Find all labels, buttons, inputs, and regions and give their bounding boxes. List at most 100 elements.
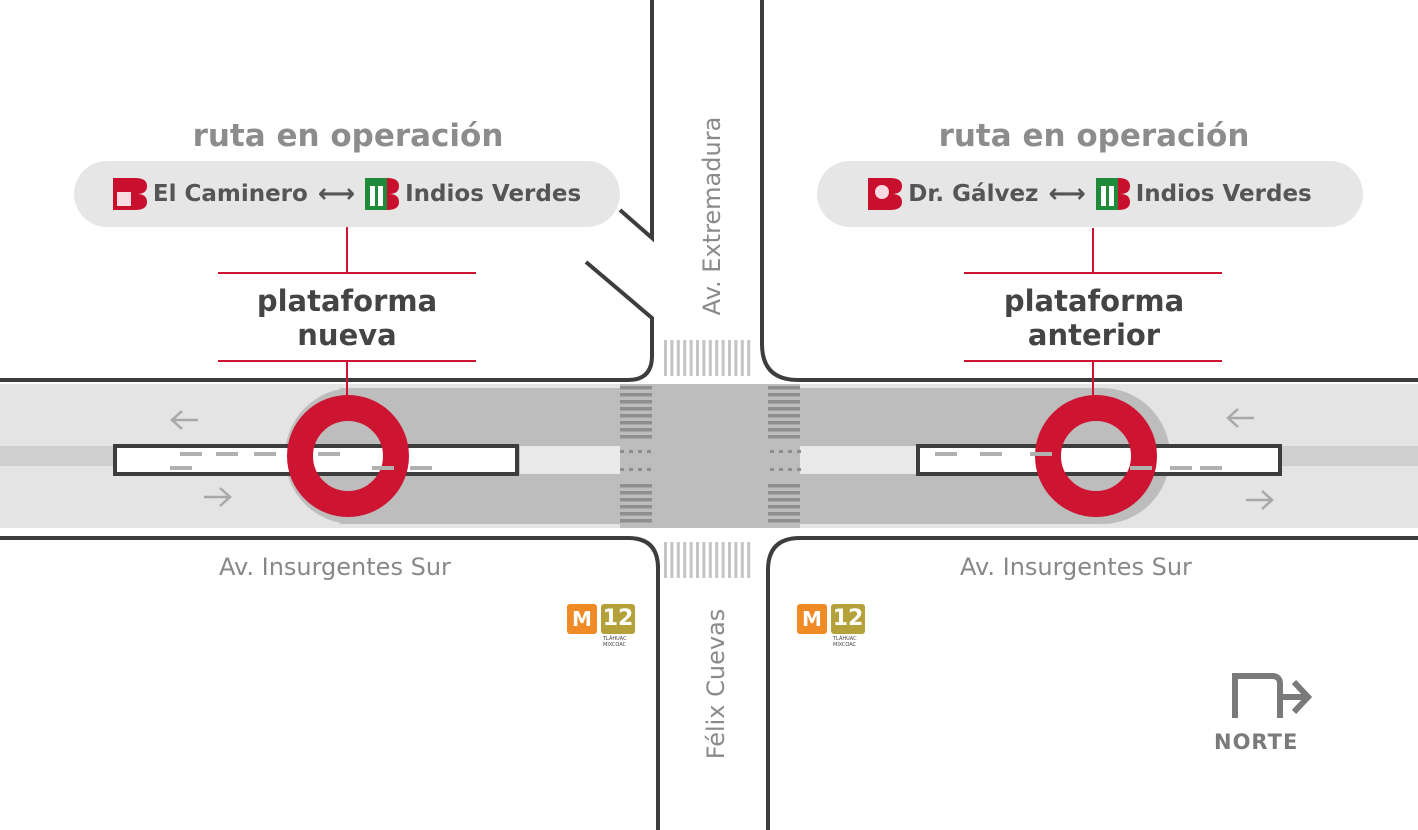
crosswalk-stripe xyxy=(768,414,800,418)
left-platform-line2: nueva xyxy=(297,318,397,352)
lane-arrows xyxy=(170,408,1274,510)
crosswalk-stripe xyxy=(747,542,751,578)
crosswalk-stripe xyxy=(715,542,719,578)
crosswalk-stripe xyxy=(620,414,652,418)
crosswalk-stripe xyxy=(620,400,652,404)
right-route-destination: Indios Verdes xyxy=(1135,181,1312,207)
bus-dash xyxy=(180,452,202,456)
north-cross-street-label: Av. Extremadura xyxy=(698,116,726,316)
right-route-origin: Dr. Gálvez xyxy=(908,181,1039,207)
metro-line-badge: 12 xyxy=(831,604,865,634)
left-route-pill: El Caminero ⟷ Indios Verdes xyxy=(74,161,620,227)
corridor-dot xyxy=(797,468,801,471)
crosswalk-stripe xyxy=(768,428,800,432)
crosswalk-stripe xyxy=(747,340,751,376)
crosswalk-stripe xyxy=(768,484,800,488)
crosswalk-stripe xyxy=(768,498,800,502)
bus-dash xyxy=(318,452,340,456)
corridor-dot xyxy=(788,450,792,453)
right-platform-line2: anterior xyxy=(1027,318,1161,352)
corridor-dot xyxy=(620,468,624,471)
bus-dash xyxy=(410,466,432,470)
bus-dash xyxy=(1030,452,1052,456)
crosswalk-stripe xyxy=(670,340,674,376)
crosswalk-stripe xyxy=(620,428,652,432)
corridor-dot xyxy=(647,468,651,471)
left-route-arrow: ⟷ xyxy=(317,179,356,209)
metro-logo-icon: M xyxy=(567,604,597,634)
bus-dash xyxy=(935,452,957,456)
left-route-origin: El Caminero xyxy=(152,181,308,207)
crosswalk-stripe xyxy=(676,542,680,578)
bus-dash xyxy=(1170,466,1192,470)
left-bus xyxy=(113,444,519,476)
crosswalk-stripe xyxy=(768,407,800,411)
crosswalk-stripe xyxy=(620,505,652,509)
north-cross-street xyxy=(656,0,762,384)
metro-logo-icon: M xyxy=(797,604,827,634)
crosswalk-stripe xyxy=(696,542,699,578)
corridor-dot xyxy=(647,450,651,453)
corridor-dot xyxy=(629,450,633,453)
right-route-arrow: ⟷ xyxy=(1048,179,1086,209)
left-route-destination: Indios Verdes xyxy=(405,181,582,207)
crosswalk-stripe xyxy=(721,340,725,376)
crosswalk-stripe xyxy=(734,542,738,578)
crosswalk-stripe xyxy=(664,542,667,578)
bus-dash xyxy=(1200,466,1222,470)
crosswalk-stripe xyxy=(740,542,744,578)
crosswalk-stripe xyxy=(620,407,652,411)
corridor-dot xyxy=(770,450,774,453)
corridor-dot xyxy=(638,450,642,453)
crosswalk-stripe xyxy=(620,519,652,523)
crosswalk-stripe xyxy=(768,519,800,523)
right-route-title: ruta en operación xyxy=(938,118,1250,154)
crosswalk-stripe xyxy=(620,512,652,516)
crosswalk-stripe xyxy=(768,512,800,516)
crosswalk-stripe xyxy=(620,393,652,397)
south-cross-street-label: Félix Cuevas xyxy=(702,608,730,760)
crosswalk-stripe xyxy=(768,393,800,397)
crosswalk-stripe xyxy=(768,491,800,495)
crosswalk-stripe xyxy=(689,542,693,578)
crosswalk-stripe xyxy=(676,340,680,376)
metrobus-dr-galvez-icon xyxy=(868,178,903,210)
crosswalk-stripe xyxy=(721,542,725,578)
crosswalk-stripe xyxy=(768,400,800,404)
corridor-dot xyxy=(770,468,774,471)
right-platform-label: plataforma anterior xyxy=(944,284,1244,352)
crosswalk-stripe xyxy=(683,340,687,376)
crosswalk-stripe xyxy=(768,435,800,439)
left-avenue-label: Av. Insurgentes Sur xyxy=(219,553,451,581)
metrobus-indios-verdes-icon xyxy=(365,178,400,210)
metrobus-el-caminero-icon xyxy=(112,178,147,210)
bus-dash xyxy=(372,466,394,470)
crosswalk-stripe xyxy=(620,421,652,425)
crosswalk-stripe xyxy=(728,340,731,376)
crosswalk-stripe xyxy=(689,340,693,376)
corridor-dot xyxy=(779,450,783,453)
crosswalk-stripe xyxy=(728,542,731,578)
crosswalk-stripe xyxy=(708,340,712,376)
left-platform-label: plataforma nueva xyxy=(197,284,497,352)
corridor-dot xyxy=(779,468,783,471)
bus-dash xyxy=(216,452,238,456)
crosswalk-stripe xyxy=(670,542,674,578)
bus-dash xyxy=(170,466,192,470)
bus-dash xyxy=(980,452,1002,456)
corridor-dot xyxy=(797,450,801,453)
metrobus-indios-verdes-icon xyxy=(1095,178,1130,210)
left-route-title: ruta en operación xyxy=(192,118,504,154)
corridor-dot xyxy=(638,468,642,471)
right-route-pill: Dr. Gálvez ⟷ Indios Verdes xyxy=(817,161,1363,227)
crosswalk-stripe xyxy=(702,340,706,376)
callout-lines xyxy=(218,222,1222,408)
right-avenue-label: Av. Insurgentes Sur xyxy=(960,553,1192,581)
crosswalk-stripe xyxy=(702,542,706,578)
crosswalk-stripe xyxy=(620,498,652,502)
